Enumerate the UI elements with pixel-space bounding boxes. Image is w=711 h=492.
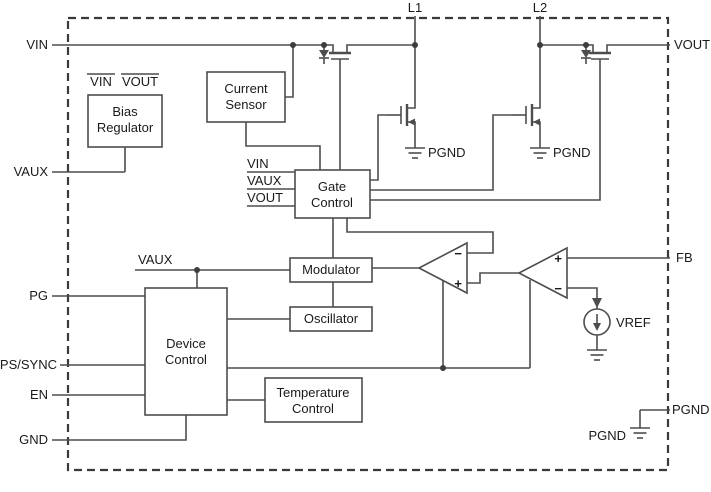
pgnd-return: PGND	[588, 409, 670, 443]
wire-gate-c	[370, 114, 512, 191]
pin-label-gnd: GND	[19, 432, 48, 447]
bias-input-vin-label: VIN	[90, 74, 112, 89]
wire-gate-d	[370, 67, 601, 201]
pin-label-vout: VOUT	[674, 37, 710, 52]
temperature-control-label-2: Control	[292, 401, 334, 416]
comparator-plus-sign: +	[454, 276, 462, 291]
pgnd-label-switch-c: PGND	[553, 145, 591, 160]
error-amp-minus-sign: −	[554, 281, 562, 296]
modulator-label: Modulator	[302, 262, 360, 277]
pin-label-pg: PG	[29, 288, 48, 303]
error-amp-plus-sign: +	[554, 251, 562, 266]
pin-label-ps-sync: PS/SYNC	[0, 357, 57, 372]
block-bias-regulator: VIN VOUT Bias Regulator	[52, 73, 163, 173]
pgnd-label-switch-b: PGND	[428, 145, 466, 160]
temperature-control-box	[264, 377, 363, 423]
ground-symbol-pgnd	[629, 427, 651, 439]
gate-drive-wires	[339, 67, 601, 201]
junction-dot	[583, 42, 589, 48]
junction-dot	[290, 42, 296, 48]
fet-switch-d	[576, 43, 624, 69]
wire-ramp-to-comparator	[346, 218, 494, 254]
gate-control-input-vaux: VAUX	[247, 173, 282, 188]
pin-label-en: EN	[30, 387, 48, 402]
junction-dots	[194, 42, 589, 371]
ground-symbol-switch-b	[404, 147, 426, 159]
pgnd-inner-label: PGND	[588, 428, 626, 443]
block-gate-control: VIN VAUX VOUT Gate Control	[247, 156, 371, 219]
bias-regulator-label-1: Bias	[112, 104, 138, 119]
wire-rail-to-sensor	[285, 45, 294, 98]
wire-gate-b	[370, 114, 387, 181]
ground-symbol-switch-c	[529, 147, 551, 159]
error-amp-triangle	[517, 246, 568, 300]
pin-label-vaux: VAUX	[14, 164, 49, 179]
block-oscillator: Oscillator	[227, 306, 373, 332]
junction-dot	[440, 365, 446, 371]
vref-label: VREF	[616, 315, 651, 330]
current-arrow	[592, 298, 602, 308]
wire-gnd-pin	[52, 415, 187, 441]
oscillator-box	[289, 306, 373, 332]
ground-symbol-vref	[586, 349, 608, 361]
device-control-label-2: Control	[165, 352, 207, 367]
current-sensor-label-1: Current	[224, 81, 268, 96]
ic-boundary	[66, 16, 670, 472]
junction-dot	[412, 42, 418, 48]
vref-source: VREF	[567, 287, 651, 361]
wire-sensor-to-gate-control	[245, 122, 321, 170]
comparator-triangle	[417, 241, 468, 295]
gate-control-label-2: Control	[311, 195, 353, 210]
gate-control-input-vin: VIN	[247, 156, 269, 171]
pin-label-l2: L2	[533, 0, 547, 15]
wire-error-amp-out	[467, 272, 519, 284]
vref-arrow-head	[593, 323, 601, 331]
temperature-control-label-1: Temperature	[277, 385, 350, 400]
device-control-box	[144, 287, 228, 416]
block-current-sensor: Current Sensor	[206, 45, 321, 170]
comparator-minus-sign: −	[454, 246, 462, 261]
pin-label-pgnd: PGND	[672, 402, 710, 417]
device-control-label-1: Device	[166, 336, 206, 351]
oscillator-label: Oscillator	[304, 311, 359, 326]
error-amplifier: + −	[467, 246, 670, 300]
block-temperature-control: Temperature Control	[227, 377, 363, 423]
bias-regulator-box	[87, 94, 163, 148]
gate-control-label-1: Gate	[318, 179, 346, 194]
junction-dot	[537, 42, 543, 48]
bias-input-vout-label: VOUT	[122, 74, 158, 89]
fet-switch-c	[510, 91, 542, 139]
block-device-control: VAUX Device Control	[52, 252, 531, 441]
junction-dot	[321, 42, 327, 48]
pin-label-fb: FB	[676, 250, 693, 265]
gate-control-box	[294, 169, 371, 219]
fet-switch-b	[385, 91, 417, 139]
pin-label-l1: L1	[408, 0, 422, 15]
junction-dot	[194, 267, 200, 273]
device-control-vaux-label: VAUX	[138, 252, 173, 267]
pin-label-vin: VIN	[26, 37, 48, 52]
gate-control-input-vout: VOUT	[247, 190, 283, 205]
bias-regulator-label-2: Regulator	[97, 120, 154, 135]
pwm-comparator: − +	[346, 218, 494, 295]
current-sensor-label-2: Sensor	[225, 97, 267, 112]
power-stage-wires	[52, 16, 670, 148]
